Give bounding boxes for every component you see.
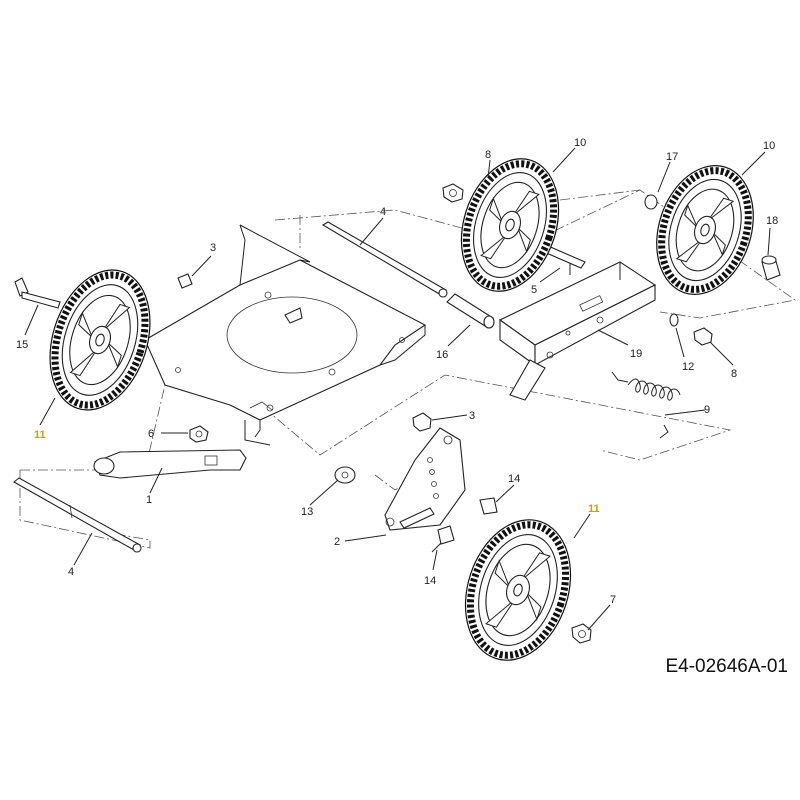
callout-9: 9 [704,404,710,416]
callout-5: 5 [531,284,537,296]
hardware [14,183,781,644]
assembly-guide-lines [19,189,796,549]
callout-13: 13 [301,506,313,518]
callout-8: 8 [485,149,491,161]
wheel-rear-left [460,158,560,292]
return-spring [611,371,681,439]
height-lever [93,449,247,479]
callout-11-highlighted: 11 [588,503,600,515]
callout-18: 18 [766,215,778,227]
wheel-rear-right [656,165,754,295]
callout-19: 19 [630,348,642,360]
callout-labels: 8 10 17 10 4 18 3 5 15 16 19 12 8 9 3 11… [16,137,778,606]
callout-3: 3 [469,410,475,422]
callout-17: 17 [666,151,678,163]
callout-4: 4 [380,206,386,218]
axle-bushing [446,293,495,329]
height-adjust-plate [384,427,466,531]
callout-14: 14 [424,575,436,587]
callout-10: 10 [763,140,775,152]
callout-11-highlighted: 11 [34,429,46,441]
wheel-front-right [464,519,572,661]
diagram-reference-code: E4-02646A-01 [665,656,788,677]
rear-bracket [498,261,657,401]
callout-15: 15 [16,339,28,351]
callout-12: 12 [682,361,694,373]
callout-8: 8 [731,368,737,380]
callout-4: 4 [68,566,74,578]
callout-6: 6 [148,428,154,440]
callout-14: 14 [508,473,520,485]
wheel-front-left [49,269,151,411]
callout-2: 2 [334,536,340,548]
axle-rod-upper [321,221,448,298]
callout-1: 1 [146,494,152,506]
deck-plate [144,224,427,446]
callout-10: 10 [574,137,586,149]
axle-rod-lower [13,477,142,553]
leader-lines [24,147,771,631]
callout-7: 7 [610,594,616,606]
callout-16: 16 [436,349,448,361]
callout-3: 3 [210,242,216,254]
